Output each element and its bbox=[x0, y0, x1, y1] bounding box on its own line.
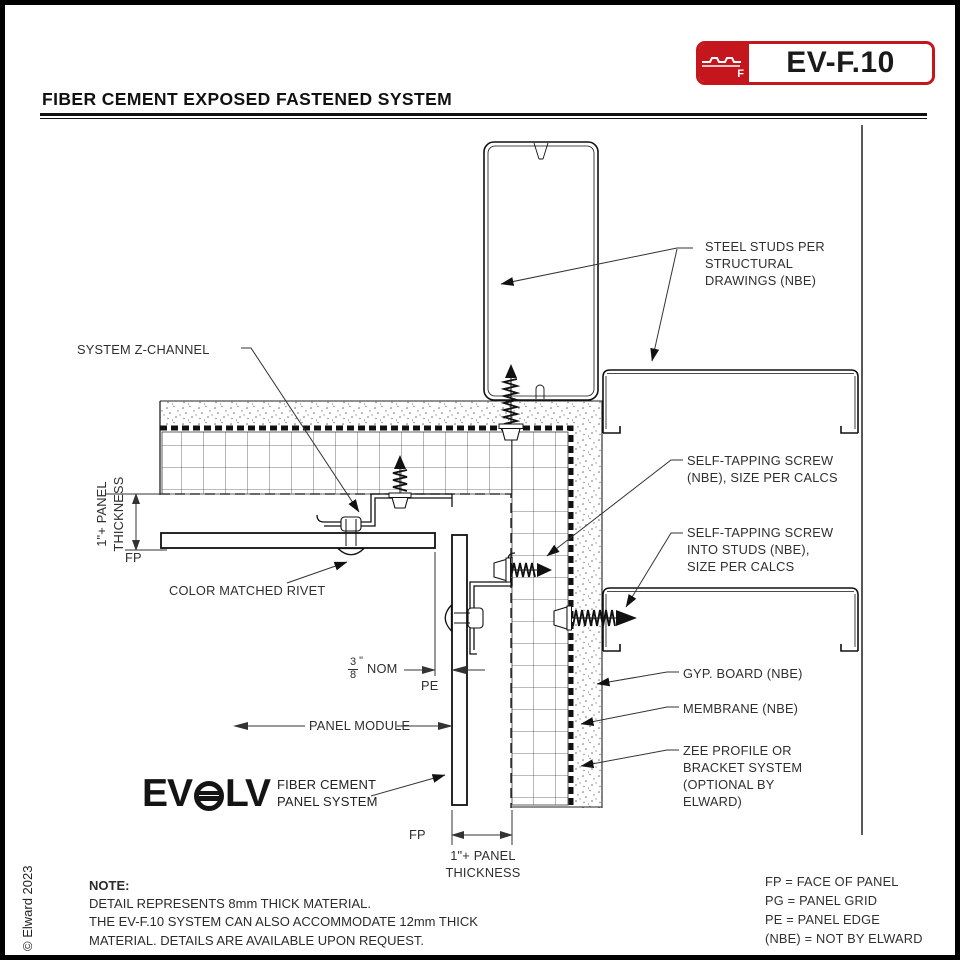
panel-horizontal bbox=[160, 532, 436, 549]
title-rule-thin bbox=[40, 118, 927, 119]
dim-text-fp-bottom: FP bbox=[409, 827, 426, 842]
logo-tagline: FIBER CEMENT PANEL SYSTEM bbox=[276, 776, 378, 809]
membrane-line bbox=[160, 425, 574, 808]
detail-code-badge: F EV-F.10 bbox=[696, 41, 935, 85]
callout-self-tapping-screw: SELF-TAPPING SCREW (NBE), SIZE PER CALCS bbox=[687, 453, 838, 486]
dim-text-panel-thickness-bottom: 1"+ PANEL THICKNESS bbox=[445, 848, 521, 881]
steel-stud-right-lower bbox=[602, 587, 859, 652]
callout-system-z-channel: SYSTEM Z-CHANNEL bbox=[77, 342, 210, 357]
note-block: NOTE: DETAIL REPRESENTS 8mm THICK MATERI… bbox=[89, 877, 478, 950]
legend-line: FP = FACE OF PANEL bbox=[765, 874, 899, 889]
inner-face-dashed-line bbox=[160, 493, 512, 808]
screw-at-stud bbox=[498, 364, 524, 441]
dim-text-panel-module: PANEL MODULE bbox=[309, 718, 411, 733]
note-heading: NOTE: bbox=[89, 878, 130, 893]
rivet-right bbox=[444, 603, 484, 633]
callout-gyp-board: GYP. BOARD (NBE) bbox=[683, 666, 803, 681]
dim-text-fp-left: FP bbox=[125, 550, 142, 565]
dim-text-pe: PE bbox=[421, 678, 439, 693]
legend-line: (NBE) = NOT BY ELWARD bbox=[765, 931, 923, 947]
dim-left-panel-thickness bbox=[105, 493, 167, 551]
callout-zee-profile: ZEE PROFILE OR BRACKET SYSTEM (OPTIONAL … bbox=[683, 743, 803, 810]
z-channel-top bbox=[316, 493, 453, 527]
page-title: FIBER CEMENT EXPOSED FASTENED SYSTEM bbox=[42, 89, 453, 109]
copyright-text: © Elward 2023 bbox=[20, 865, 35, 951]
dim-panel-module bbox=[233, 722, 453, 730]
callout-color-matched-rivet: COLOR MATCHED RIVET bbox=[169, 583, 326, 598]
callout-membrane: MEMBRANE (NBE) bbox=[683, 701, 799, 716]
fastener-glyph-icon bbox=[702, 57, 741, 67]
screw-sheathing bbox=[493, 557, 552, 583]
detail-drawing bbox=[105, 125, 863, 845]
abbreviation-legend: FP = FACE OF PANEL PG = PANEL GRID PE = … bbox=[765, 873, 923, 950]
note-line: MATERIAL. DETAILS ARE AVAILABLE UPON REQ… bbox=[89, 932, 424, 948]
leader-lines bbox=[241, 247, 693, 797]
screw-into-stud bbox=[553, 605, 637, 631]
dim-nom-joint bbox=[404, 552, 485, 676]
note-line: DETAIL REPRESENTS 8mm THICK MATERIAL. bbox=[89, 896, 371, 912]
steel-stud-right-upper bbox=[602, 369, 859, 434]
legend-line: PE = PANEL EDGE bbox=[765, 912, 881, 928]
rivet-top bbox=[336, 516, 366, 556]
screw-at-z-channel bbox=[388, 455, 412, 509]
dim-text-panel-thickness-left: 1"+ PANEL THICKNESS bbox=[94, 476, 127, 552]
logo-lv: LV bbox=[225, 772, 271, 815]
steel-stud-top bbox=[483, 141, 599, 401]
callout-self-tapping-screw-studs: SELF-TAPPING SCREW INTO STUDS (NBE), SIZ… bbox=[687, 525, 834, 575]
title-rule-thick bbox=[40, 113, 927, 116]
logo-ev: EV bbox=[142, 772, 193, 815]
evolv-logo: EV LV FIBER CEMENT PANEL SYSTEM bbox=[142, 774, 378, 813]
legend-line: PG = PANEL GRID bbox=[765, 893, 878, 909]
badge-letter: F bbox=[737, 68, 744, 80]
badge-fastener-icon: F bbox=[699, 44, 749, 82]
gyp-board-top bbox=[160, 401, 602, 426]
note-line: THE EV-F.10 SYSTEM CAN ALSO ACCOMMODATE … bbox=[89, 914, 478, 930]
dim-bottom-panel-thickness bbox=[451, 810, 513, 845]
evolv-o-glyph-icon bbox=[194, 780, 225, 811]
sheathing-top bbox=[161, 431, 513, 495]
callout-steel-studs: STEEL STUDS PER STRUCTURAL DRAWINGS (NBE… bbox=[705, 239, 825, 289]
detail-code: EV-F.10 bbox=[786, 46, 895, 79]
